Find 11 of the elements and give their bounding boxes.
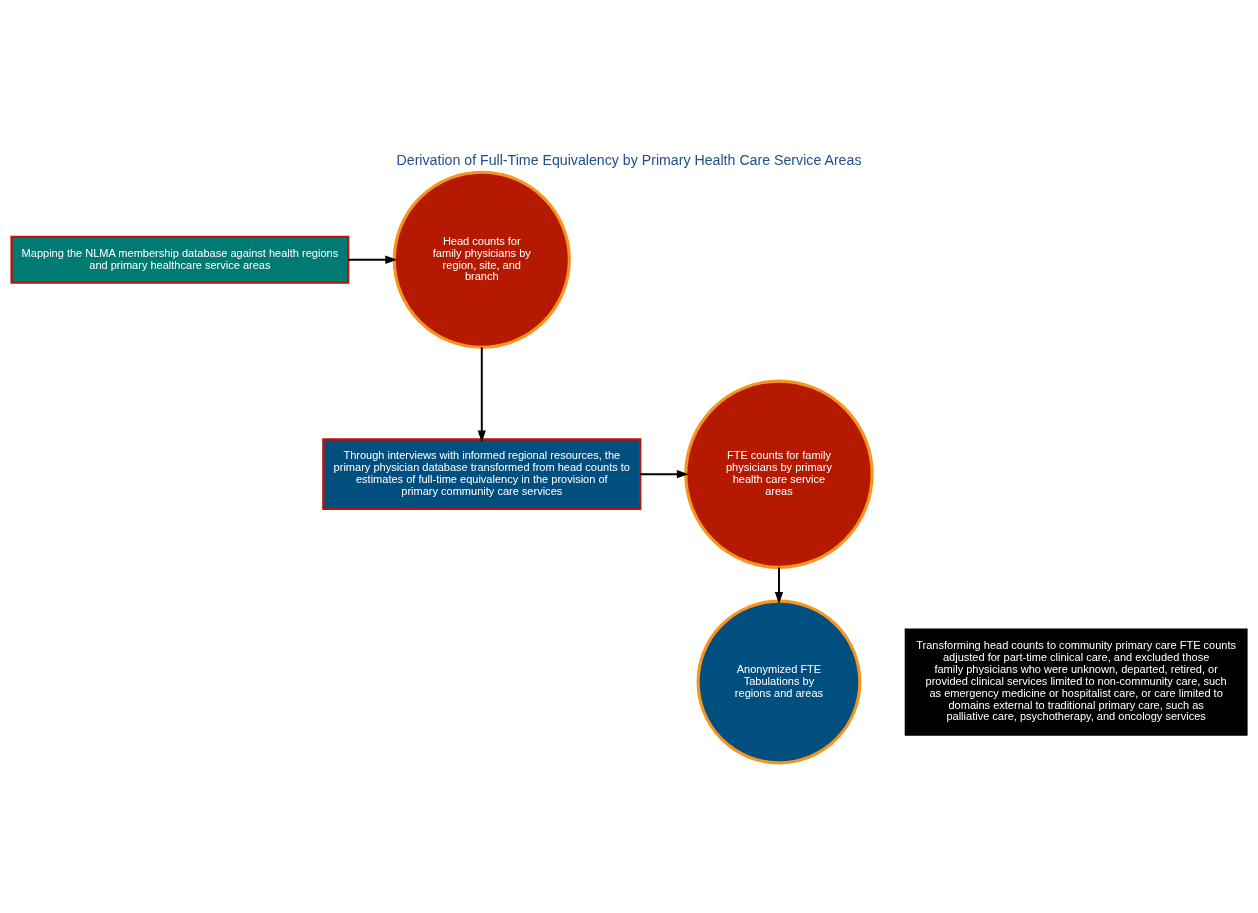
arrow [477, 346, 486, 443]
node-box: Transforming head counts to community primary care FTE counts adjusted for part-time clinical care, and excluded those family physicians who were unknown, departed, retired, or provided clinical services limited to non-community care, such as emergency medicine or hospitalist care, or care limited to domains external to traditional primary care, such as palliative care, psychotherapy, and oncology services [904, 628, 1248, 736]
diagram-title: Derivation of Full-Time Equivalency by Primary Health Care Service Areas [396, 151, 862, 168]
arrow [639, 470, 689, 479]
node-circle: Head counts for family physicians by region, site, and branch [392, 170, 571, 349]
node-box: Through interviews with informed regional resources, the primary physician database transformed from head counts to estimates of full-time equivalency in the provision of primary community care services [322, 438, 642, 511]
arrow [347, 255, 398, 264]
node-box: Mapping the NLMA membership database against health regions and primary healthcare service areas [10, 235, 350, 284]
node-circle: FTE counts for family physicians by primary health care service areas [684, 379, 874, 569]
node-circle: Anonymized FTE Tabulations by regions and areas [696, 599, 862, 765]
arrow [774, 566, 784, 604]
